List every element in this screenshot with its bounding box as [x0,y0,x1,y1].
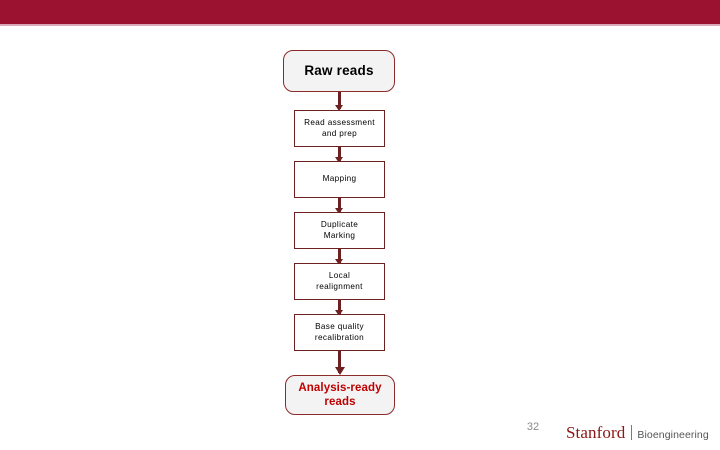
flow-connector-3 [337,198,341,214]
flow-node-label: Raw reads [304,62,374,78]
flow-node-mapping[interactable]: Mapping [294,161,385,198]
banner-underline [0,24,720,26]
stanford-logo: Stanford Bioengineering [566,423,709,443]
flow-connector-6 [337,351,341,373]
flow-arrowhead-5 [335,310,343,316]
flow-node-duplicate-marking[interactable]: Duplicate Marking [294,212,385,249]
page-number: 32 [526,421,540,433]
top-crimson-banner [0,0,720,24]
flow-connector-2 [337,147,341,165]
flow-node-label: Mapping [322,174,357,184]
flow-node-base-quality-recalibration[interactable]: Base quality recalibration [294,314,385,351]
flow-arrowhead-2 [335,157,343,163]
flow-connector-5 [337,300,341,316]
flow-arrowhead-6 [334,367,345,375]
flow-arrowhead-3 [335,208,343,214]
flow-node-analysis-ready-reads[interactable]: Analysis-ready reads [285,375,395,415]
flow-node-local-realignment[interactable]: Local realignment [294,263,385,300]
flow-node-label: Duplicate Marking [320,220,359,240]
flow-node-raw-reads[interactable]: Raw reads [283,50,395,92]
flow-arrowhead-4 [335,259,343,265]
logo-divider [631,425,633,440]
flow-connector-1 [337,92,341,109]
flow-node-label: Read assessment and prep [304,118,375,138]
flow-arrowhead-1 [335,105,343,111]
stanford-wordmark: Stanford [566,423,626,442]
flow-node-label: Local realignment [316,271,363,291]
flow-node-label: Base quality recalibration [314,322,365,342]
flow-node-label: Analysis-ready reads [298,381,382,408]
flow-connector-4 [337,249,341,265]
flow-node-read-assessment[interactable]: Read assessment and prep [294,110,385,147]
stanford-unit-name: Bioengineering [637,429,709,441]
